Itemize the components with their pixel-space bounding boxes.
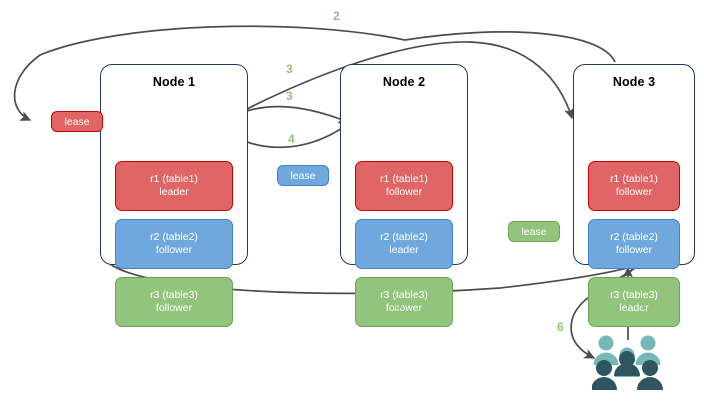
range-r1-node3[interactable]: r1 (table1) follower bbox=[588, 161, 680, 211]
range-role: leader bbox=[389, 244, 419, 256]
step-label-3b: 3 bbox=[286, 89, 293, 103]
range-r1-node1[interactable]: r1 (table1) leader bbox=[115, 161, 233, 211]
range-role: leader bbox=[159, 186, 189, 198]
lease-chip-green[interactable]: lease bbox=[508, 221, 560, 242]
range-name: r3 (table3) bbox=[380, 289, 428, 301]
range-name: r3 (table3) bbox=[610, 289, 658, 301]
range-role: leader bbox=[619, 302, 649, 314]
node-box-1[interactable]: Node 1 r1 (table1) leader r2 (table2) fo… bbox=[100, 64, 248, 327]
range-r3-node1[interactable]: r3 (table3) follower bbox=[115, 277, 233, 327]
range-role: follower bbox=[385, 302, 423, 314]
step-label-4: 4 bbox=[288, 132, 295, 146]
step-label-1: 1 bbox=[640, 298, 647, 312]
step-label-2: 2 bbox=[333, 9, 340, 23]
range-r2-node2[interactable]: r2 (table2) leader bbox=[355, 219, 453, 269]
range-name: r2 (table2) bbox=[150, 231, 198, 243]
range-role: follower bbox=[615, 186, 653, 198]
step-label-5: 5 bbox=[395, 298, 402, 312]
people-group-icon bbox=[592, 335, 663, 390]
lease-chip-blue[interactable]: lease bbox=[277, 165, 329, 186]
node-title-1: Node 1 bbox=[152, 75, 196, 89]
range-r3-node2[interactable]: r3 (table3) follower bbox=[355, 277, 453, 327]
range-name: r1 (table1) bbox=[380, 173, 428, 185]
edge-step-2-right bbox=[404, 31, 616, 63]
range-name: r2 (table2) bbox=[610, 231, 658, 243]
node-title-3: Node 3 bbox=[612, 75, 656, 89]
node-box-3[interactable]: Node 3 r1 (table1) follower r2 (table2) … bbox=[573, 64, 695, 327]
range-role: follower bbox=[385, 186, 423, 198]
step-label-3a: 3 bbox=[286, 62, 293, 76]
node-box-2[interactable]: Node 2 r1 (table1) follower r2 (table2) … bbox=[340, 64, 468, 327]
range-role: follower bbox=[155, 302, 193, 314]
step-label-6: 6 bbox=[557, 320, 564, 334]
range-name: r3 (table3) bbox=[150, 289, 198, 301]
range-r3-node3[interactable]: r3 (table3) leader bbox=[588, 277, 680, 327]
range-name: r2 (table2) bbox=[380, 231, 428, 243]
range-r1-node2[interactable]: r1 (table1) follower bbox=[355, 161, 453, 211]
range-name: r1 (table1) bbox=[150, 173, 198, 185]
range-name: r1 (table1) bbox=[610, 173, 658, 185]
lease-chip-red[interactable]: lease bbox=[51, 111, 103, 132]
range-r2-node1[interactable]: r2 (table2) follower bbox=[115, 219, 233, 269]
people-front-row bbox=[592, 351, 663, 390]
range-r2-node3[interactable]: r2 (table2) follower bbox=[588, 219, 680, 269]
range-role: follower bbox=[155, 244, 193, 256]
node-title-2: Node 2 bbox=[382, 75, 426, 89]
range-role: follower bbox=[615, 244, 653, 256]
